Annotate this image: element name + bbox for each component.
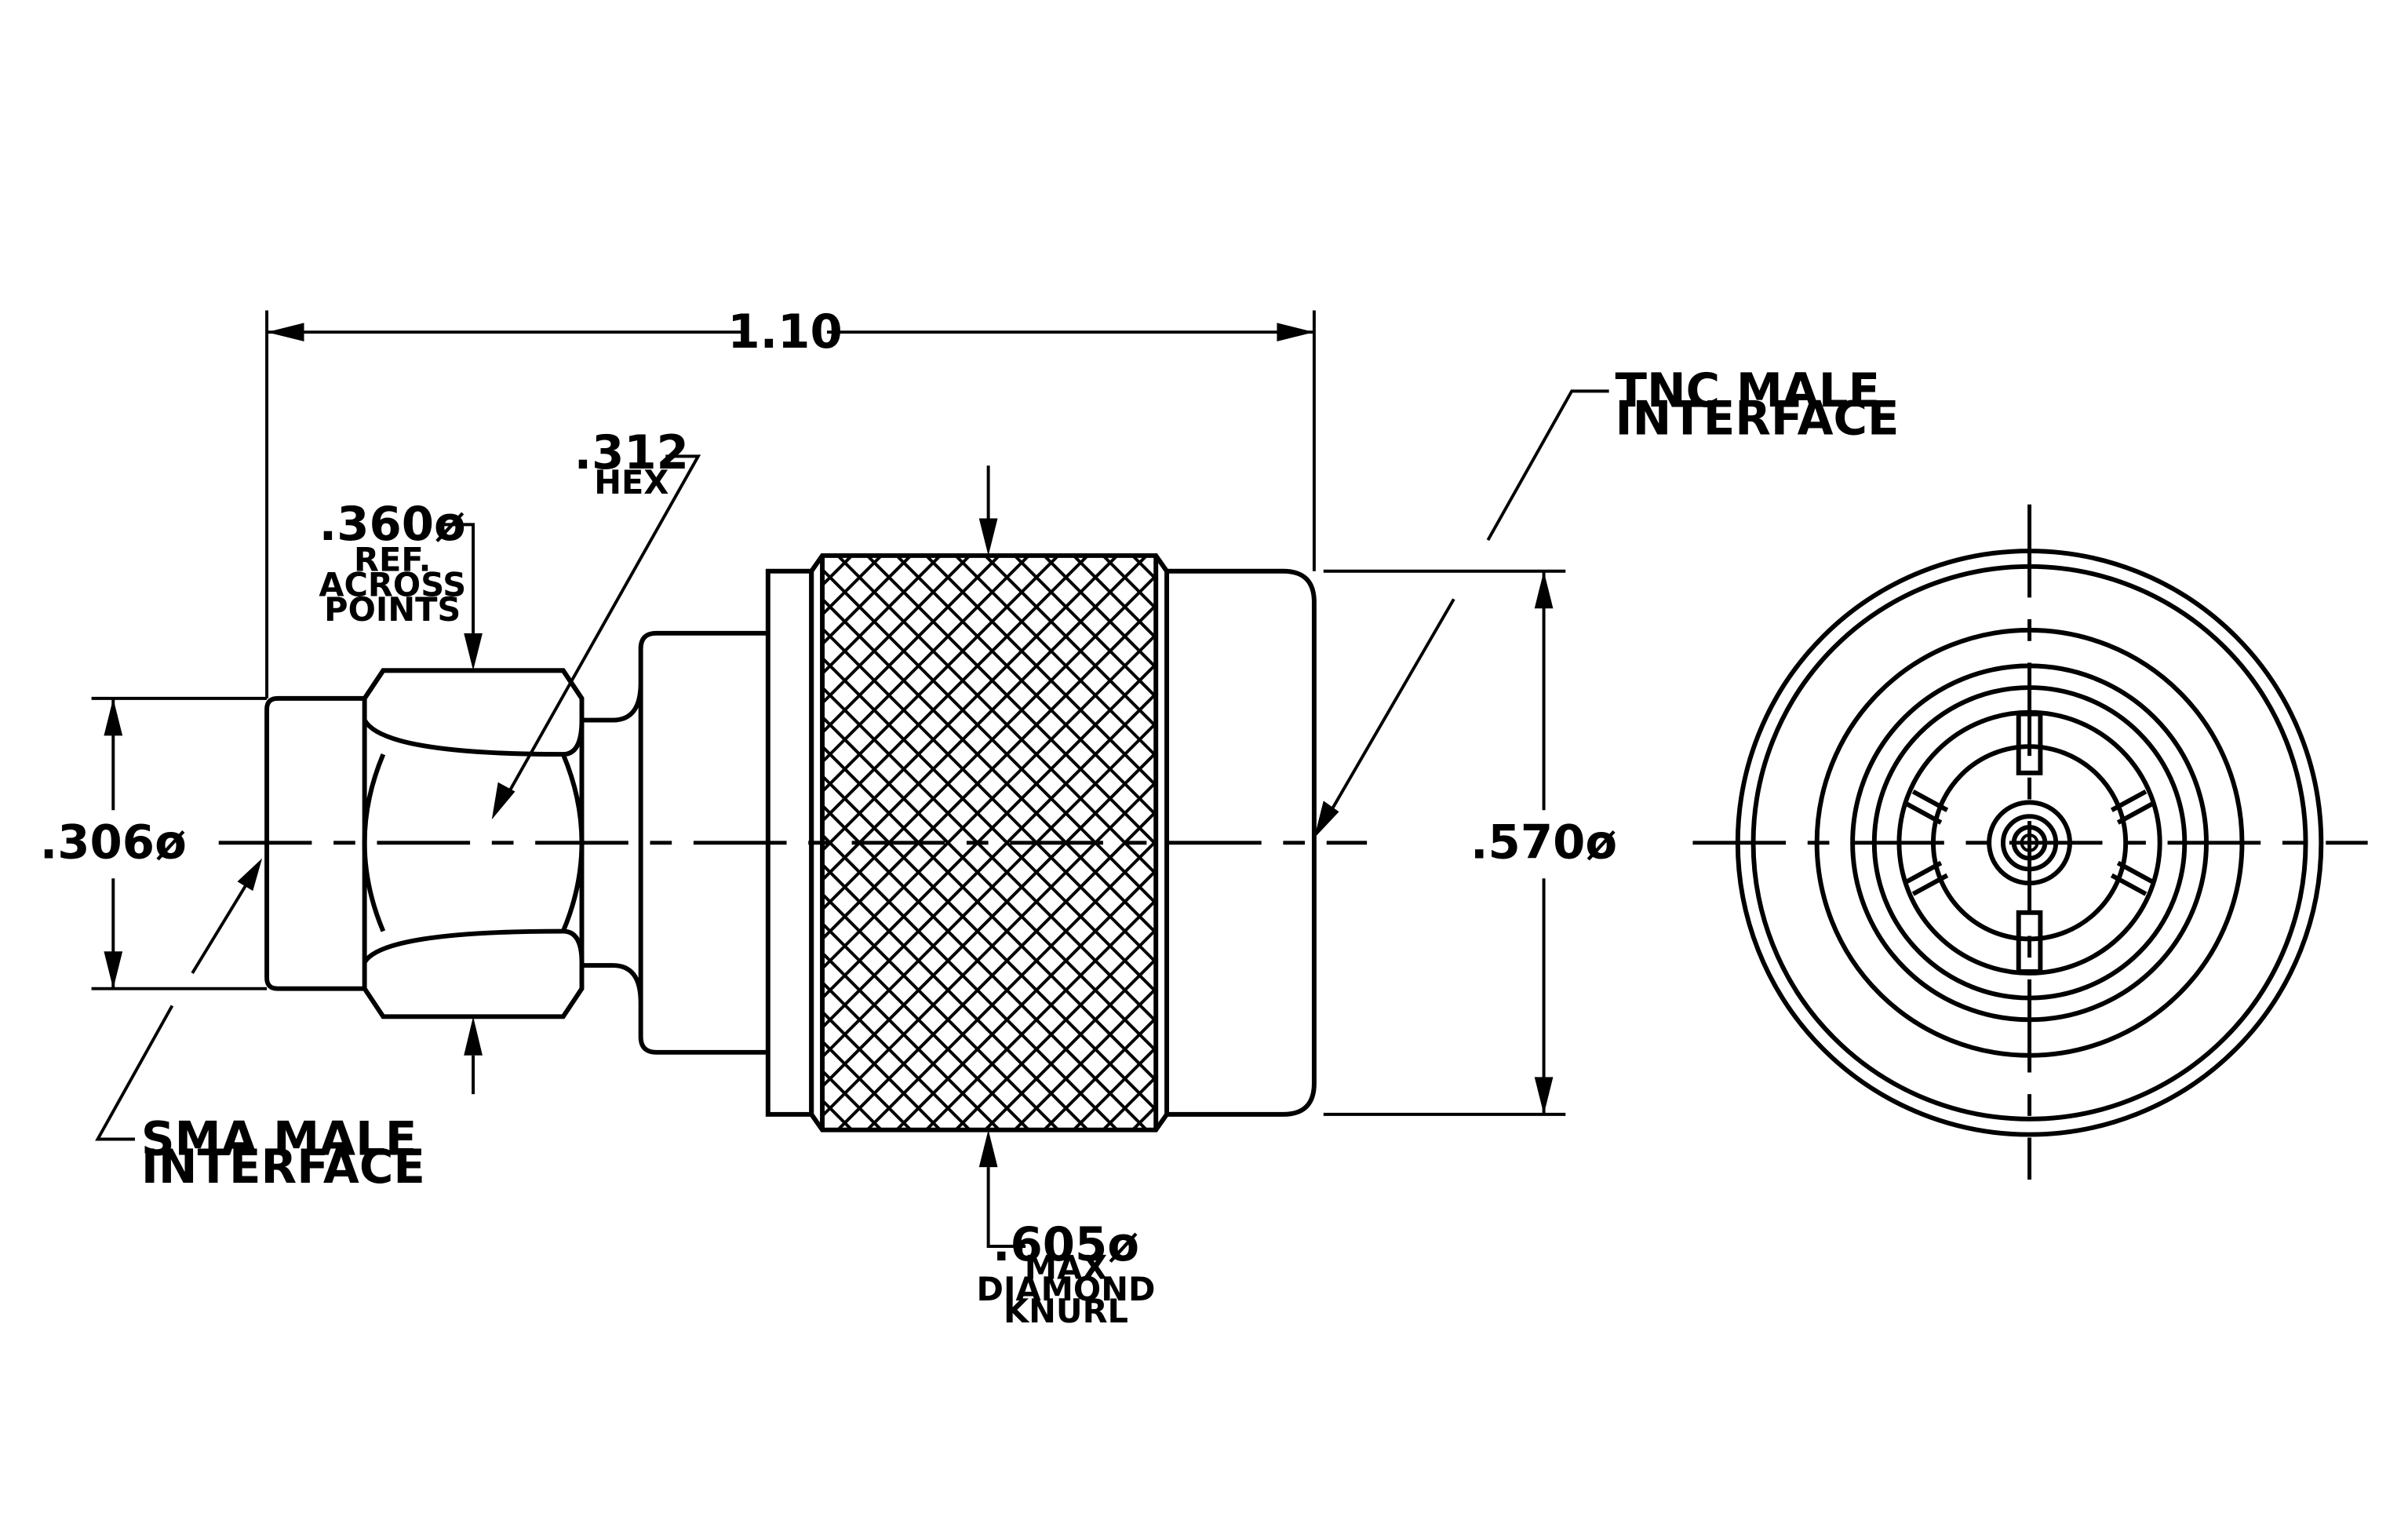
tnc-diameter-label: .570ø [1470, 815, 1617, 870]
contact-slots [1905, 711, 2154, 974]
hex-across-points-note-2: ACROSS [319, 565, 466, 604]
tnc-body [1167, 568, 1317, 1117]
knurl-line [984, 555, 1157, 729]
sma-body [264, 695, 365, 991]
knurl-line [822, 779, 1157, 1118]
dimension-tnc-diameter: .570ø [1323, 569, 1617, 1116]
hex-size-note: HEX [594, 463, 668, 502]
knurl-line [822, 691, 1157, 1030]
dimension-overall-length: 1.10 [265, 305, 1316, 698]
sma-diameter-label: .306ø [40, 815, 187, 870]
sma-interface-callout: SMA MALE INTERFACE [95, 858, 425, 1194]
tnc-interface-callout: TNC MALE INTERFACE [1313, 363, 1900, 838]
knurl-line [925, 898, 1157, 1130]
dimension-knurl: .605ø MAX DIAMOND KNURL [977, 465, 1156, 1330]
knurl-line [954, 555, 1157, 758]
tnc-interface-line-2: INTERFACE [1616, 392, 1900, 446]
diamond-knurl-pattern [822, 555, 1157, 1130]
knurl-note-2: DIAMOND [977, 1270, 1156, 1308]
connector-neck [581, 630, 768, 1055]
hex-across-points-note-1: REF. [354, 541, 431, 579]
knurl-line [1043, 555, 1157, 670]
end-view [1692, 504, 2368, 1180]
knurl-line [822, 720, 1157, 1060]
sma-interface-line-1: SMA MALE [141, 1111, 417, 1165]
knurl-line [1013, 986, 1157, 1130]
knurl-line [836, 809, 1157, 1130]
knurl-value: .605ø [993, 1217, 1139, 1271]
knurl-line [822, 662, 1157, 1001]
knurl-note-3: KNURL [1004, 1292, 1128, 1330]
dimension-sma-diameter: .306ø [40, 696, 268, 990]
knurl-line [895, 868, 1157, 1130]
sma-interface-line-2: INTERFACE [141, 1140, 425, 1194]
knurl-line [822, 750, 1157, 1089]
knurl-line [895, 555, 1157, 818]
overall-length-label: 1.10 [727, 305, 842, 359]
dimension-hex-size: .312 HEX [491, 425, 701, 820]
knurl-line [925, 555, 1157, 788]
tnc-interface-line-1: TNC MALE [1616, 363, 1881, 418]
knurl-line [954, 927, 1157, 1130]
knurl-line [984, 957, 1157, 1130]
knurl-line [1013, 555, 1157, 699]
dimension-hex-across-points: .360ø REF. ACROSS POINTS [319, 497, 483, 1095]
knurl-line [1043, 1016, 1157, 1130]
knurl-line [865, 839, 1157, 1130]
knurl-note-1: MAX [1025, 1249, 1107, 1287]
hex-size-value: .312 [574, 425, 689, 480]
hex-across-points-note-3: POINTS [324, 590, 461, 629]
